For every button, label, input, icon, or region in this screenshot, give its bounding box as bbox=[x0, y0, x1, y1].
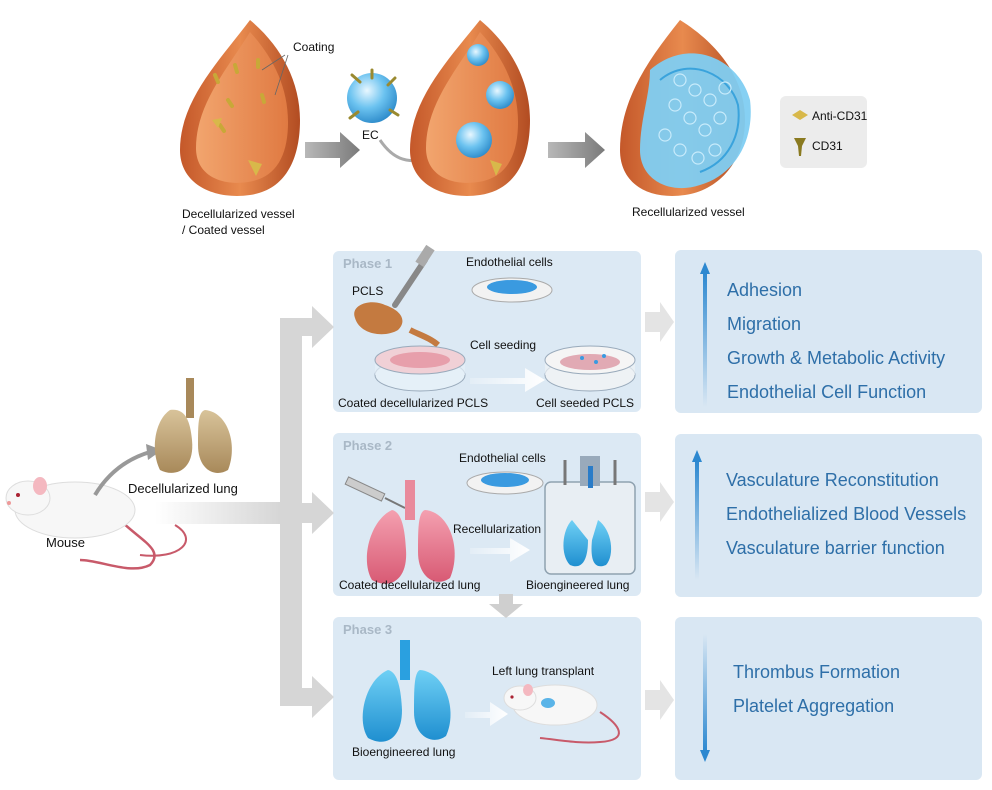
endothelial-cells-dish-2 bbox=[466, 471, 544, 495]
phase3-to-outcome-arrow bbox=[645, 680, 674, 720]
coating-pointer bbox=[261, 54, 286, 71]
transplant-mouse-illustration bbox=[503, 684, 620, 744]
cell-seeded-pcls-dish bbox=[544, 345, 636, 392]
increase-arrow-1-icon bbox=[700, 262, 710, 407]
outcome1-item-3: Endothelial Cell Function bbox=[727, 382, 927, 402]
phase1-pcls-label: PCLS bbox=[352, 284, 384, 298]
coated-lung-illustration bbox=[366, 480, 455, 584]
phase2-endothelial-label: Endothelial cells bbox=[459, 451, 546, 465]
coated-vessel-label: / Coated vessel bbox=[182, 223, 265, 237]
outcome1-item-1: Migration bbox=[727, 314, 802, 334]
pcls-illustration bbox=[354, 244, 435, 335]
outcome3-item-0: Thrombus Formation bbox=[733, 662, 901, 682]
phase3-title: Phase 3 bbox=[343, 622, 393, 637]
coated-vessel-with-cells bbox=[410, 20, 530, 196]
cd31-icon bbox=[794, 138, 806, 156]
coated-pcls-dish bbox=[374, 345, 466, 392]
coating-label: Coating bbox=[293, 40, 335, 54]
outcome1-item-2: Growth & Metabolic Activity bbox=[727, 348, 946, 368]
outcome3-item-1: Platelet Aggregation bbox=[733, 696, 895, 716]
phase1-to-outcome-arrow bbox=[645, 302, 674, 342]
mouse-illustration bbox=[5, 477, 187, 570]
bioreactor-illustration bbox=[544, 456, 636, 575]
decellularized-lung-label: Decellularized lung bbox=[128, 481, 238, 496]
phase2-title: Phase 2 bbox=[343, 438, 393, 453]
outcome2-item-1: Endothelialized Blood Vessels bbox=[726, 504, 967, 524]
recellularization-arrow bbox=[470, 538, 530, 562]
phase1-coated-label: Coated decellularized PCLS bbox=[338, 396, 489, 410]
phase3-transplant-label: Left lung transplant bbox=[492, 664, 595, 678]
phase2-recell-label: Recellularization bbox=[453, 522, 542, 536]
decellularized-vessel bbox=[180, 20, 300, 196]
phase2-coated-label: Coated decellularized lung bbox=[339, 578, 481, 592]
ec-cell bbox=[347, 68, 400, 123]
top-arrow-2 bbox=[548, 132, 605, 168]
phase2-bioeng-label: Bioengineered lung bbox=[526, 578, 630, 592]
phase2-to-phase3-arrow bbox=[489, 594, 523, 618]
phase1-endothelial-label: Endothelial cells bbox=[466, 255, 553, 269]
anti-cd31-icon bbox=[792, 110, 808, 120]
outcome1-item-0: Adhesion bbox=[727, 280, 803, 300]
phase2-to-outcome-arrow bbox=[645, 482, 674, 522]
endothelial-cells-dish-1 bbox=[471, 277, 553, 303]
decellularized-lung-illustration bbox=[154, 378, 232, 473]
recellularized-vessel-label: Recellularized vessel bbox=[632, 205, 745, 219]
mouse-to-lung-arrow bbox=[93, 450, 151, 497]
phase1-seeding-label: Cell seeding bbox=[470, 338, 537, 352]
decellularized-vessel-label: Decellularized vessel bbox=[182, 207, 295, 221]
phase3-bioeng-label: Bioengineered lung bbox=[352, 745, 456, 759]
cell-seeding-arrow bbox=[470, 368, 545, 392]
transplant-arrow bbox=[465, 702, 508, 726]
branch-arrows bbox=[155, 306, 334, 718]
phase1-title: Phase 1 bbox=[343, 256, 393, 271]
phase1-seeded-label: Cell seeded PCLS bbox=[536, 396, 635, 410]
outcome2-item-0: Vasculature Reconstitution bbox=[726, 470, 939, 490]
top-arrow-1 bbox=[305, 132, 360, 168]
mouse-label: Mouse bbox=[46, 535, 86, 550]
recellularized-vessel bbox=[620, 20, 751, 196]
bioengineered-lung-illustration bbox=[362, 640, 451, 742]
outcome2-item-2: Vasculature barrier function bbox=[726, 538, 945, 558]
increase-arrow-2-icon bbox=[692, 450, 702, 580]
legend-anti-cd31-label: Anti-CD31 bbox=[812, 109, 868, 123]
legend-cd31-label: CD31 bbox=[812, 139, 843, 153]
syringe-icon bbox=[344, 476, 406, 509]
decrease-arrow-icon bbox=[700, 634, 710, 762]
ec-label: EC bbox=[362, 128, 379, 142]
